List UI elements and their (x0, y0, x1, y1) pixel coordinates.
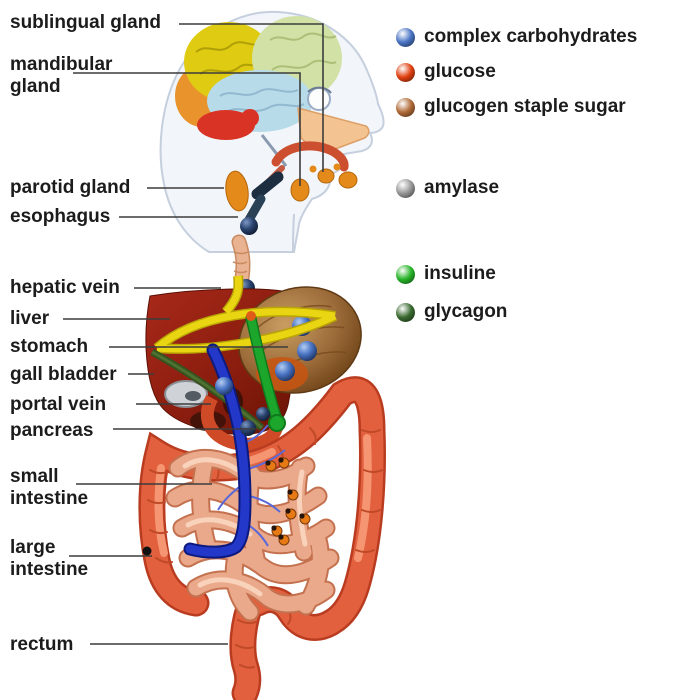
label-sublingual-gland: sublingual gland (10, 12, 161, 34)
label-stomach: stomach (10, 336, 88, 358)
esophagus-stub-rings (232, 251, 249, 274)
glucose-dot (271, 525, 283, 537)
brain-lobe-red-small (241, 109, 259, 127)
glucose-dot (287, 489, 299, 501)
label-portal-vein: portal vein (10, 394, 106, 416)
oropharynx-dark (251, 171, 284, 200)
legend-label: insuline (424, 263, 496, 284)
hepatic-vein-shape (153, 275, 338, 354)
label-text: rectum (10, 634, 74, 655)
label-text: liver (10, 308, 50, 329)
label-esophagus: esophagus (10, 206, 110, 228)
legend-label: amylase (424, 177, 500, 198)
label-pancreas: pancreas (10, 420, 93, 442)
label-text: small (10, 466, 59, 487)
glucose-dots (265, 457, 311, 546)
carb-sphere (297, 341, 317, 361)
label-text: large (10, 537, 56, 558)
legend-item-glucogen-staple-sugar: glucogen staple sugar (396, 96, 626, 118)
leader-lines (63, 23, 324, 645)
gland-bit (309, 165, 317, 173)
glucose-dot (278, 534, 290, 546)
legend-label: complex carbohydrates (424, 26, 638, 47)
brainstem-line (260, 134, 288, 167)
leader-mandibular-gland (73, 72, 301, 186)
legend-item-glycagon: glycagon (396, 301, 507, 323)
small-intestine-shape (165, 448, 340, 622)
label-text: gall bladder (10, 364, 117, 385)
glucose-sphere-icon (396, 62, 415, 82)
label-text: intestine (10, 488, 89, 509)
colon-haustra (147, 427, 383, 669)
eye (307, 87, 331, 111)
label-gall-bladder: gall bladder (10, 364, 117, 386)
label-rectum: rectum (10, 634, 73, 656)
eyelid-line (307, 86, 332, 94)
gall-bladder-shade (185, 391, 201, 401)
gland-bit (333, 163, 341, 171)
bile-duct-highlight (151, 350, 263, 430)
glucose-dot (299, 513, 311, 525)
legend-label: glucogen staple sugar (424, 96, 626, 117)
glucose-dot (278, 457, 290, 469)
legend-item-glucose: glucose (396, 61, 496, 83)
glucogen-sphere-icon (396, 97, 415, 117)
complex-carbohydrates-sphere-icon (396, 27, 415, 47)
pancreatic-duct-bulb (268, 414, 286, 432)
legend-item-insuline: insuline (396, 263, 496, 285)
parotid-gland-shape (225, 170, 249, 212)
carb-sphere (256, 407, 270, 421)
label-text: mandibular (10, 54, 113, 75)
brain-folds-green (269, 32, 337, 71)
carb-sphere (240, 420, 256, 436)
duct-cap (246, 311, 256, 321)
label-text: stomach (10, 336, 89, 357)
esophagus-stub-tube (233, 236, 249, 284)
salivary-gland-shape (338, 171, 358, 189)
label-text: sublingual gland (10, 12, 161, 33)
sublingual-gland-shape (317, 168, 335, 184)
glycagon-sphere-icon (396, 302, 415, 322)
label-text: parotid gland (10, 177, 131, 198)
label-text: gland (10, 76, 61, 97)
neck-line (292, 213, 295, 253)
carb-sphere (275, 361, 295, 381)
carb-sphere (215, 377, 233, 395)
label-hepatic-vein: hepatic vein (10, 277, 120, 299)
label-text: portal vein (10, 394, 107, 415)
legend-label: glycagon (424, 301, 508, 322)
carb-sphere (240, 217, 258, 235)
label-parotid-gland: parotid gland (10, 177, 130, 199)
pancreatic-duct-tube (247, 314, 281, 424)
label-text: pancreas (10, 420, 94, 441)
label-text: intestine (10, 559, 89, 580)
portal-vein-tube (185, 345, 250, 557)
legend-item-amylase: amylase (396, 177, 499, 199)
head-illustration (159, 10, 385, 253)
brain-folds-blue (219, 88, 305, 113)
amylase-sphere-icon (396, 178, 415, 198)
abdomen-illustration (138, 275, 386, 700)
label-text: esophagus (10, 206, 111, 227)
mouth-palate (271, 141, 349, 172)
insuline-sphere-icon (396, 264, 415, 284)
leader-sublingual-gland (179, 23, 324, 172)
glucose-dot (265, 460, 277, 472)
leader-dot-large-intestine (142, 546, 152, 556)
legend-item-complex-carbohydrates: complex carbohydrates (396, 26, 637, 48)
coil-highlight (182, 457, 308, 597)
glucose-dot (285, 508, 297, 520)
label-liver: liver (10, 308, 49, 330)
brain-lobe-red (197, 110, 255, 140)
label-text: hepatic vein (10, 277, 120, 298)
hepatic-vein-tube (154, 275, 337, 353)
legend-label: glucose (424, 61, 496, 82)
